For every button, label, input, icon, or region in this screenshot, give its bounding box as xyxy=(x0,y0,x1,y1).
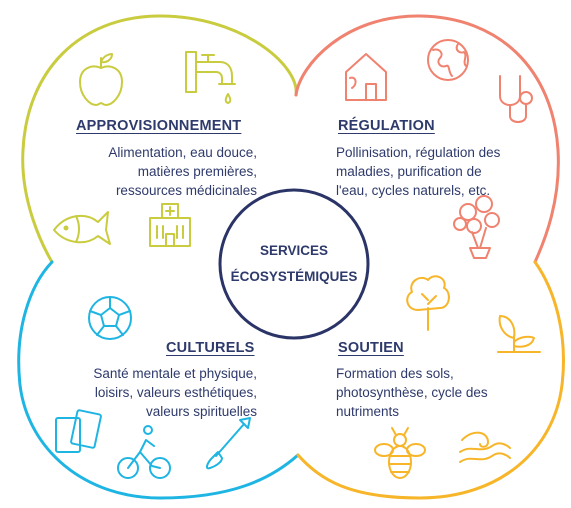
flowers-icon xyxy=(453,195,500,259)
apple-icon xyxy=(79,53,123,106)
support-line-2: photosynthèse, cycle des xyxy=(336,385,488,400)
fish-icon xyxy=(53,211,111,245)
bee-icon xyxy=(374,427,426,479)
books-icon xyxy=(55,409,102,453)
regulation-line-2: maladies, purification de xyxy=(336,164,482,179)
hospital-icon xyxy=(149,203,191,247)
regulation-lobe-outline xyxy=(294,14,560,264)
paintbrush-icon xyxy=(205,417,251,470)
provisioning-line-2: matières premières, xyxy=(137,164,257,179)
cultural-lobe-outline xyxy=(17,260,300,500)
provisioning-line-3: ressources médicinales xyxy=(115,183,257,198)
globe-icon xyxy=(427,39,469,81)
cultural-title: CULTURELS xyxy=(166,340,255,356)
cultural-description: Santé mentale et physique, loisirs, vale… xyxy=(20,364,257,421)
provisioning-description: Alimentation, eau douce, matières premiè… xyxy=(20,143,257,200)
provisioning-lobe-outline xyxy=(21,14,298,264)
soccer-ball-icon xyxy=(88,296,132,340)
regulation-title: RÉGULATION xyxy=(338,118,435,134)
regulation-line-3: l'eau, cycles naturels, etc. xyxy=(336,183,491,198)
cultural-line-3: valeurs spirituelles xyxy=(145,404,257,419)
center-label: SERVICES ÉCOSYSTÉMIQUES xyxy=(214,238,374,290)
cultural-line-1: Santé mentale et physique, xyxy=(93,366,257,381)
center-label-line-2: ÉCOSYSTÉMIQUES xyxy=(230,269,358,284)
cyclist-icon xyxy=(117,425,171,479)
center-label-line-1: SERVICES xyxy=(259,243,329,258)
regulation-description: Pollinisation, régulation des maladies, … xyxy=(336,143,500,200)
provisioning-title: APPROVISIONNEMENT xyxy=(76,118,242,134)
regulation-line-1: Pollinisation, régulation des xyxy=(336,145,501,160)
seedling-icon xyxy=(497,315,541,353)
water-tap-icon xyxy=(185,51,236,104)
support-line-1: Formation des sols, xyxy=(336,366,454,381)
support-description: Formation des sols, photosynthèse, cycle… xyxy=(336,364,488,421)
provisioning-line-1: Alimentation, eau douce, xyxy=(108,145,257,160)
house-icon xyxy=(345,53,387,101)
center-circle xyxy=(218,188,370,340)
stethoscope-icon xyxy=(499,75,533,123)
support-lobe-outline xyxy=(296,260,565,500)
cultural-line-2: loisirs, valeurs esthétiques, xyxy=(94,385,257,400)
support-title: SOUTIEN xyxy=(338,340,404,356)
support-line-3: nutriments xyxy=(336,404,400,419)
tree-icon xyxy=(406,275,450,331)
waves-icon xyxy=(459,431,511,463)
